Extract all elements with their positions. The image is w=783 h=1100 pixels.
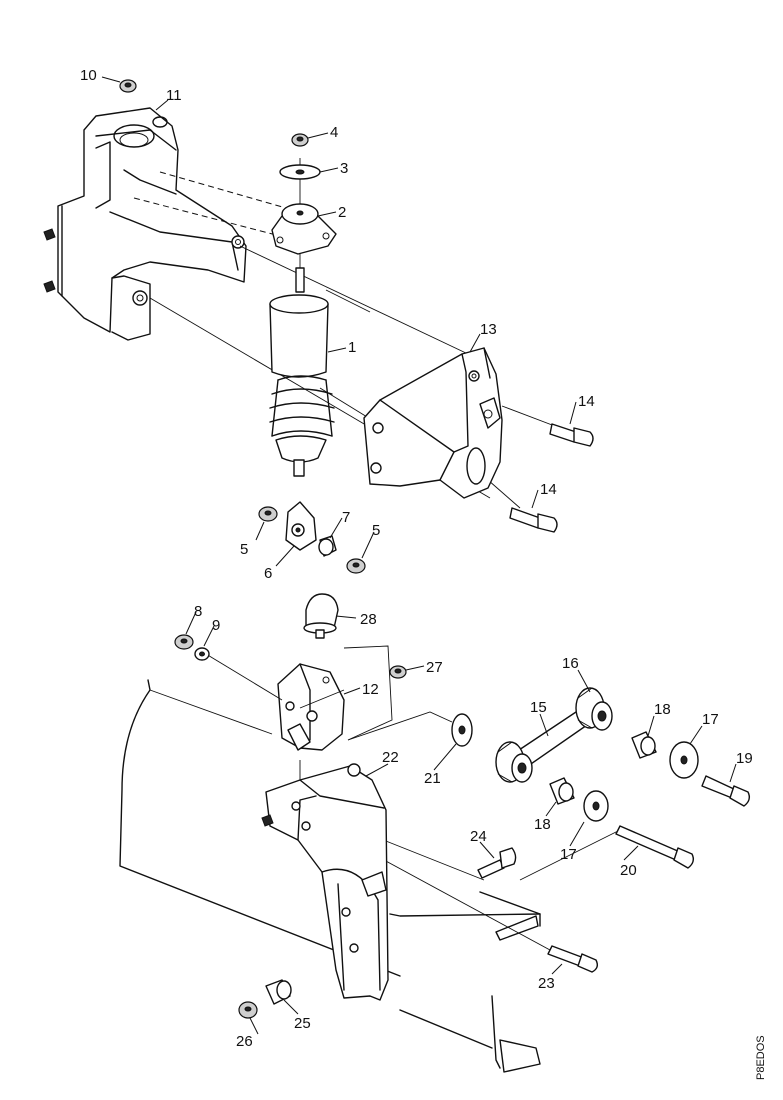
bushing-right-part [631,731,657,759]
frame-bracket-part [43,107,247,341]
nut-right-part [346,558,366,574]
label-part-24: 24 [470,828,487,845]
label-part-25: 25 [294,1015,311,1032]
label-part-15: 15 [530,699,547,716]
washer-right-part [669,741,699,779]
label-part-22: 22 [382,749,399,766]
label-part-28: 28 [360,611,377,628]
bolt-upper-part [549,423,594,447]
label-part-9: 9 [212,617,220,634]
stabilizer-link-part [495,687,613,783]
guide-lines-upper [133,158,561,509]
label-part-10: 12 [362,681,379,698]
lower-bracket-part [285,501,317,551]
nut-bottom-part [238,1001,258,1019]
frame-panel [119,679,541,1073]
label-part-7: 7 [342,509,350,526]
nut-frame-part [119,79,137,93]
label-part-17-right: 17 [702,711,719,728]
bushing-lower-link-part [549,777,575,805]
label-part-21: 21 [424,770,441,787]
leader-lines [101,76,737,1035]
bushing-lower-part [318,535,337,557]
bolt-mid-part [477,847,517,879]
label-part-18-right: 18 [654,701,671,718]
label-part-18-lower: 18 [534,816,551,833]
label-part-2: 2 [338,204,346,221]
axle-bracket-part [363,347,503,499]
washer-bracket-part [194,647,210,661]
label-part-12: 11 [166,87,182,104]
label-part-1: 1 [348,339,356,356]
bolt-lower-part [509,507,558,533]
washer-left-part [451,713,473,747]
lower-mount-bracket-part [261,763,389,1001]
label-part-3: 3 [340,160,348,177]
label-part-4: 4 [330,124,338,141]
rubber-stop-part [303,593,339,639]
bushing-bottom-part [265,979,292,1005]
label-part-5-right: 5 [372,522,380,539]
label-part-27: 27 [426,659,443,676]
label-part-6: 6 [264,565,272,582]
label-part-14-lower: 14 [540,481,557,498]
washer-lower-part [583,790,609,822]
label-part-16: 16 [562,655,579,672]
label-part-17-lower: 17 [560,846,577,863]
label-part-19: 19 [736,750,753,767]
part-labels: 10 11 4 3 2 1 13 14 14 5 6 7 5 8 9 28 27… [80,67,753,1050]
drawing-code: P8EDOS [755,1035,767,1080]
bolt-right-part [701,775,751,807]
top-mount-part [271,203,337,255]
nut-left-part [258,506,278,522]
label-part-5-left: 5 [240,541,248,558]
label-part-14-upper: 14 [578,393,595,410]
nut-bracket-part [174,634,194,650]
label-part-26: 26 [236,1033,253,1050]
label-part-11: 10 [80,67,97,84]
bolt-bottom-part [547,945,599,973]
nut-link-part [389,665,407,679]
link-bracket-part [277,663,345,751]
nut-top-part [291,133,309,147]
label-part-13: 13 [480,321,497,338]
washer-top-part [279,164,321,180]
label-part-8: 8 [194,603,202,620]
label-part-20: 20 [620,862,637,879]
label-part-23: 23 [538,975,555,992]
bolt-long-part [615,825,695,869]
strut-part [269,267,335,477]
